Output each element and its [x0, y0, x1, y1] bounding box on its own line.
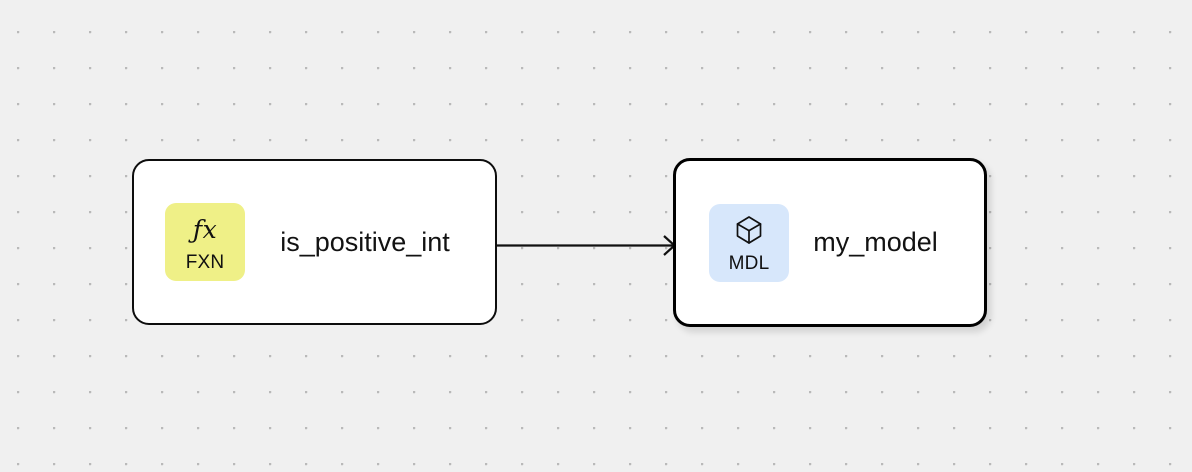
node-type-badge-fxn: ƒx FXN [165, 203, 245, 281]
node-title: my_model [813, 227, 938, 257]
node-my-model[interactable]: MDL my_model [673, 158, 987, 327]
node-title: is_positive_int [280, 226, 450, 257]
node-type-badge-label: MDL [728, 252, 770, 274]
cube-box-icon [734, 213, 764, 247]
node-type-badge-label: FXN [185, 252, 225, 273]
function-fx-icon: ƒx [192, 214, 218, 244]
node-is-positive-int[interactable]: ƒx FXN is_positive_int [132, 159, 497, 325]
edge-fxn-to-mdl[interactable] [497, 235, 677, 256]
node-type-badge-mdl: MDL [709, 203, 789, 282]
